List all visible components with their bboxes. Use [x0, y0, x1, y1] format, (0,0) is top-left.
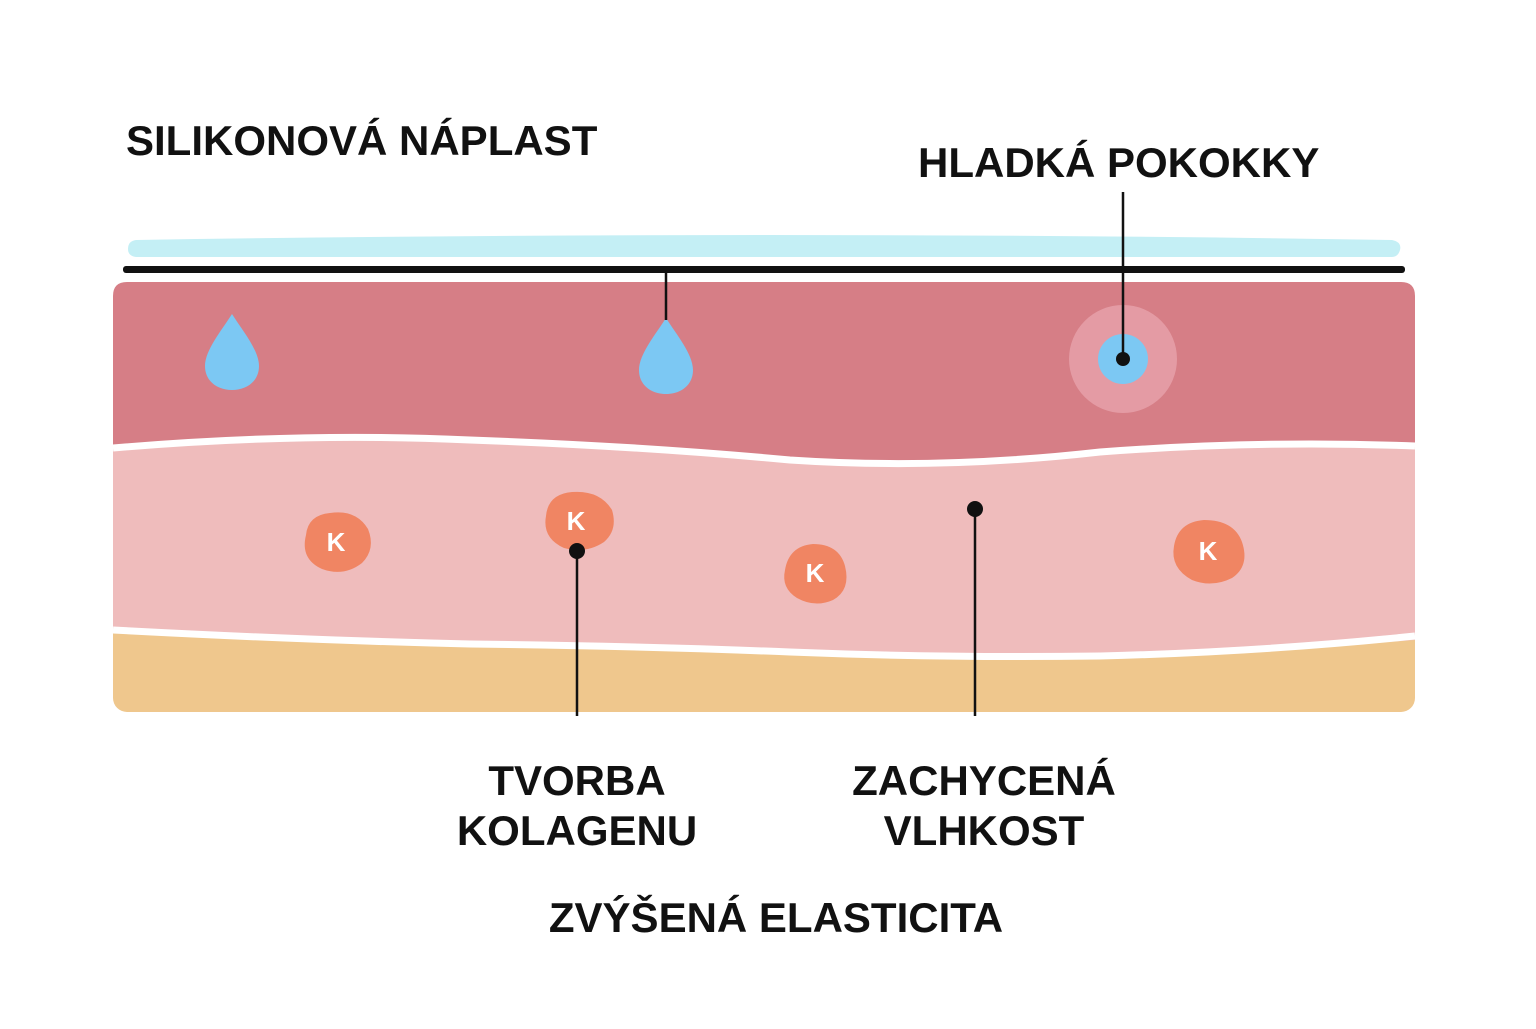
dermis-subcutis-boundary [112, 626, 1416, 660]
label-moisture-line1: ZACHYCENÁ [852, 757, 1116, 804]
collagen-cell-icon: K [545, 491, 614, 550]
pointer-dot-collagen [569, 543, 585, 559]
label-moisture-line2: VLHKOST [883, 806, 1085, 854]
collagen-cell-icon: K [304, 512, 371, 572]
collagen-cell-icon: K [784, 544, 847, 604]
collagen-cell-letter: K [1199, 536, 1218, 566]
label-increased-elasticity: ZVÝŠENÁ ELASTICITA [548, 894, 1004, 941]
water-drop-icon [205, 314, 259, 390]
dermis-layer [113, 437, 1415, 657]
water-drop-icon [639, 318, 693, 394]
pointer-dot-moisture [967, 501, 983, 517]
pointer-dot-smooth-skin [1116, 352, 1130, 366]
collagen-cell-letter: K [327, 527, 346, 557]
label-trapped-moisture: ZACHYCENÁ VLHKOST [834, 756, 1134, 855]
collagen-cell-icon: K [1173, 520, 1245, 584]
label-collagen-formation: TVORBA KOLAGENU [427, 756, 727, 855]
label-smooth-skin: HLADKÁ POKOKKY [918, 139, 1320, 186]
label-silicone-patch: SILIKONOVÁ NÁPLAST [126, 117, 598, 164]
patch-film-line [123, 266, 1405, 273]
label-collagen-line1: TVORBA [488, 757, 666, 804]
epidermis-dermis-boundary [112, 433, 1416, 468]
collagen-cell-letter: K [567, 506, 586, 536]
silicone-patch [128, 235, 1401, 257]
collagen-cell-letter: K [806, 558, 825, 588]
label-collagen-line2: KOLAGENU [456, 806, 698, 854]
